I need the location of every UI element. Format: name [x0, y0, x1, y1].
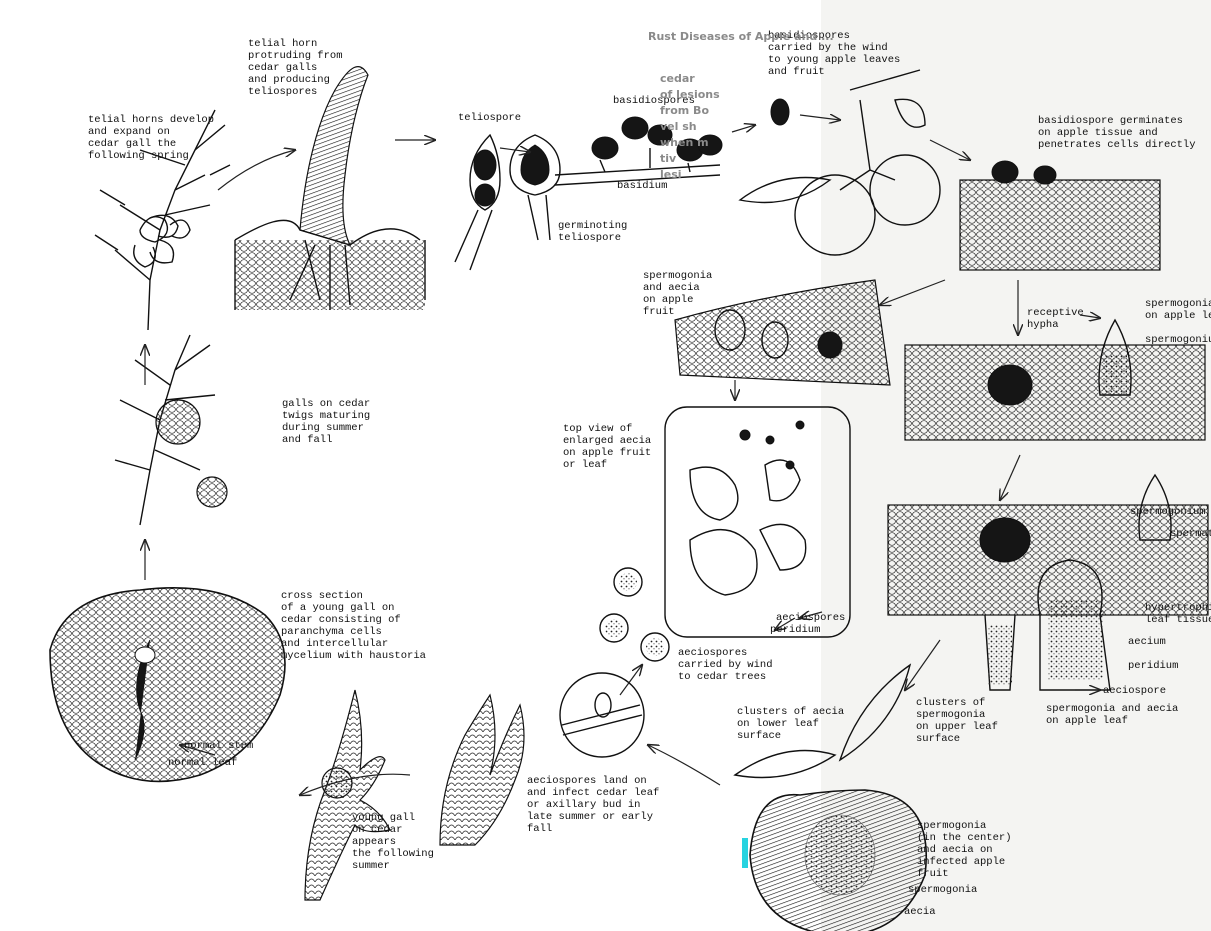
label-peridium-right: peridium: [1128, 660, 1178, 672]
label-receptive-hypha: receptive hypha: [1027, 307, 1084, 331]
apple-leaf-section-penetration: [960, 161, 1160, 270]
label-aecium: aecium: [1128, 636, 1166, 648]
label-aeciospores-land: aeciospores land on and infect cedar lea…: [527, 775, 659, 835]
label-clusters-spermogonia: clusters of spermogonia on upper leaf su…: [916, 697, 998, 745]
aeciospores-floating: [600, 568, 669, 661]
label-spermogonia-aecia-fruit: spermogonia and aecia on apple fruit: [643, 270, 712, 318]
label-teliospore: teliospore: [458, 112, 521, 124]
label-spermogonia-aecia-leaf: spermogonia and aecia on apple leaf: [1046, 703, 1178, 727]
cedar-leaf-infection-detail: [560, 673, 644, 757]
page-bleed-line-2: of lesions: [660, 88, 720, 101]
label-spermatia-cut: spermat: [1170, 528, 1211, 540]
page-bleed-line-1: cedar: [660, 72, 695, 85]
teliospore: [455, 135, 500, 270]
young-gall-cross-section: [50, 588, 285, 782]
telial-horn-section: [235, 67, 425, 310]
page-bleed-line-4: vel sh: [660, 120, 697, 133]
label-basidiospore-germinates: basidiospore germinates on apple tissue …: [1038, 115, 1196, 151]
label-telial-horn: telial horn protruding from cedar galls …: [248, 38, 343, 98]
label-hypertrophied: hypertrophie leaf tissues: [1145, 602, 1211, 626]
label-peridium: peridium: [770, 624, 820, 636]
label-normal-leaf: normal leaf: [168, 757, 237, 769]
page-bleed-line-5: when m: [660, 136, 709, 149]
label-top-view-aecia: top view of enlarged aecia on apple frui…: [563, 423, 651, 471]
label-spermogonia-fruit: spermogonia: [908, 884, 977, 896]
page-bleed-line-3: from Bo: [660, 104, 709, 117]
label-basidium: basidium: [617, 180, 667, 192]
label-spermogonium: spermogonium: [1130, 506, 1206, 518]
label-young-gall: young gall on cedar appears the followin…: [352, 812, 434, 872]
label-cross-section: cross section of a young gall on cedar c…: [281, 590, 426, 662]
aecia-top-view-box: [665, 407, 850, 637]
page-bleed-line-6: tiv: [660, 152, 676, 165]
label-galls-on-cedar: galls on cedar twigs maturing during sum…: [282, 398, 370, 446]
label-aeciospores-carried: aeciospores carried by wind to cedar tre…: [678, 647, 773, 683]
apple-branch-with-fruit: [740, 70, 940, 255]
label-spermogonia-on-apple-leaf: spermogonia on apple lea: [1145, 298, 1211, 322]
page-bleed-line-7: lesi: [660, 168, 682, 181]
infected-apple-fruit: [735, 665, 926, 931]
label-aecia-fruit: aecia: [904, 906, 936, 918]
page-bleed-header: Rust Diseases of Apple and ...: [648, 30, 834, 43]
label-telial-horns-develop: telial horns develop and expand on cedar…: [88, 114, 214, 162]
label-spermogonium-cut: spermogoniu: [1145, 334, 1211, 346]
label-clusters-aecia: clusters of aecia on lower leaf surface: [737, 706, 844, 742]
label-aeciospore: aeciospore: [1103, 685, 1166, 697]
cedar-twig-with-galls: [115, 335, 227, 525]
label-spermogonia-center: spermogonia (in the center) and aecia on…: [917, 820, 1012, 880]
label-germinating-teliospore: germinoting teliospore: [558, 220, 627, 244]
label-normal-stem: normal stem: [184, 740, 253, 752]
cedar-twig-infected: [440, 695, 524, 845]
label-aeciospores: aeciospores: [776, 612, 845, 624]
